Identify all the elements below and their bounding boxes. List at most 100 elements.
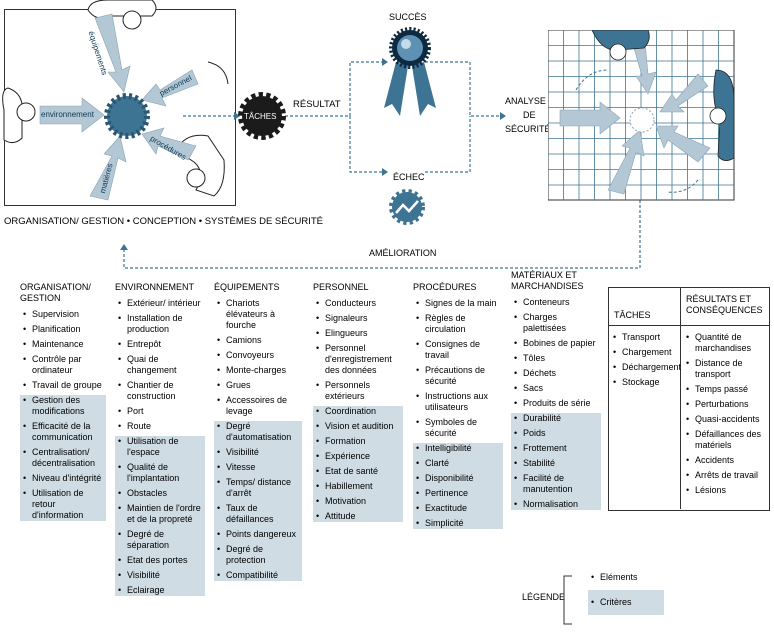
list-item: Monte-charges	[214, 365, 302, 376]
legend-elements: Eléments	[588, 572, 668, 587]
legend-bracket	[563, 575, 572, 625]
list-item: Signaleurs	[313, 313, 403, 324]
list-item: Degré de protection	[214, 544, 302, 566]
list-item: Camions	[214, 335, 302, 346]
list-item: Signes de la main	[413, 298, 503, 309]
list-item: Consignes de travail	[413, 339, 503, 361]
list-item: Accessoires de levage	[214, 395, 302, 417]
right-person-top-icon	[591, 30, 650, 61]
criteria-list: Gestion des modificationsEfficacité de l…	[20, 395, 106, 521]
list-item: Niveau d'intégrité	[20, 473, 106, 484]
column-heading: ENVIRONNEMENT	[115, 282, 195, 292]
list-item: Précautions de sécurité	[413, 365, 503, 387]
list-item: Travail de groupe	[20, 380, 106, 391]
legend-criteres: Critères	[588, 590, 664, 615]
column-heading: ÉQUIPEMENTS	[214, 282, 280, 292]
list-item: Centralisation/ décentralisation	[20, 447, 106, 469]
analyse-line-2: DE	[523, 110, 536, 120]
criteria-list: DurabilitéPoidsFrottementStabilitéFacili…	[511, 413, 601, 510]
results-consequences-list: Quantité de marchandisesDistance de tran…	[683, 332, 769, 500]
list-item: Arrêts de travail	[683, 470, 769, 481]
list-item: Grues	[214, 380, 302, 391]
list-item: Charges palettisées	[511, 312, 601, 334]
list-item: Visibilité	[115, 570, 205, 581]
succes-rosette-icon	[384, 27, 436, 116]
list-item: Poids	[511, 428, 601, 439]
criteria-list: Degré d'automatisationVisibilitéVitesseT…	[214, 421, 302, 581]
arrow-equipements	[94, 13, 131, 93]
list-item: Règles de circulation	[413, 313, 503, 335]
resultat-label: RÉSULTAT	[293, 99, 341, 110]
list-item: Elingueurs	[313, 328, 403, 339]
label-environnement: environnement	[41, 110, 94, 119]
list-item: Formation	[313, 436, 403, 447]
list-item: Quasi-accidents	[683, 414, 769, 425]
list-item: Motivation	[313, 496, 403, 507]
list-item: Conteneurs	[511, 297, 601, 308]
list-item: Etat des portes	[115, 555, 205, 566]
list-item: Etat de santé	[313, 466, 403, 477]
list-item: Utilisation de retour d'information	[20, 488, 106, 521]
list-item: Eclairage	[115, 585, 205, 596]
left-diagram-caption: ORGANISATION/ GESTION • CONCEPTION • SYS…	[4, 216, 323, 227]
list-item: Instructions aux utilisateurs	[413, 391, 503, 413]
list-item: Coordination	[313, 406, 403, 417]
list-item: Accidents	[683, 455, 769, 466]
list-item: Port	[115, 406, 205, 417]
taches-gear-icon	[238, 92, 286, 140]
list-item: Entrepôt	[115, 339, 205, 350]
criteria-list: Utilisation de l'espaceQualité de l'impl…	[115, 436, 205, 596]
results-header-taches: TÂCHES	[614, 310, 651, 320]
list-item: Habillement	[313, 481, 403, 492]
arrow-matieres	[89, 135, 127, 201]
list-item: Qualité de l'implantation	[115, 462, 205, 484]
list-item: Distance de transport	[683, 358, 769, 380]
list-item: Exactitude	[413, 503, 503, 514]
legend-title: LÉGENDE	[522, 592, 566, 602]
column-personnel: PERSONNEL ConducteursSignaleursElingueur…	[313, 282, 403, 526]
legend-elements-item: Eléments	[588, 572, 668, 583]
list-item: Vision et audition	[313, 421, 403, 432]
list-item: Visibilité	[214, 447, 302, 458]
arrow-environnement	[39, 97, 105, 133]
list-item: Lésions	[683, 485, 769, 496]
list-item: Disponibilité	[413, 473, 503, 484]
list-item: Défaillances des matériels	[683, 429, 769, 451]
list-item: Produits de série	[511, 398, 601, 409]
list-item: Temps passé	[683, 384, 769, 395]
list-item: Convoyeurs	[214, 350, 302, 361]
elements-list: ConducteursSignaleursElingueursPersonnel…	[313, 298, 403, 402]
list-item: Sacs	[511, 383, 601, 394]
list-item: Supervision	[20, 309, 106, 320]
list-item: Conducteurs	[313, 298, 403, 309]
list-item: Gestion des modifications	[20, 395, 106, 417]
criteria-list: IntelligibilitéClartéDisponibilitéPertin…	[413, 443, 503, 529]
list-item: Stockage	[610, 377, 680, 388]
list-item: Points dangereux	[214, 529, 302, 540]
list-item: Obstacles	[115, 488, 205, 499]
list-item: Transport	[610, 332, 680, 343]
arrow-personnel	[141, 69, 199, 107]
echec-broken-gear-icon	[389, 189, 425, 225]
list-item: Degré de séparation	[115, 529, 205, 551]
person-top-icon	[87, 0, 157, 30]
results-table-divider	[680, 287, 681, 509]
left-diagram	[2, 0, 229, 201]
list-item: Perturbations	[683, 399, 769, 410]
list-item: Utilisation de l'espace	[115, 436, 205, 458]
central-gear-icon	[104, 93, 150, 139]
list-item: Attitude	[313, 511, 403, 522]
list-item: Normalisation	[511, 499, 601, 510]
list-item: Tôles	[511, 353, 601, 364]
list-item: Temps/ distance d'arrêt	[214, 477, 302, 499]
list-item: Maintenance	[20, 339, 106, 350]
elements-list: Chariots élévateurs à fourcheCamionsConv…	[214, 298, 302, 417]
column-equipements: ÉQUIPEMENTS Chariots élévateurs à fourch…	[214, 282, 302, 585]
column-environnement: ENVIRONNEMENT Extérieur/ intérieurInstal…	[115, 282, 205, 600]
list-item: Planification	[20, 324, 106, 335]
list-item: Symboles de sécurité	[413, 417, 503, 439]
right-diagram	[548, 30, 735, 201]
echec-label: ÉCHEC	[393, 172, 425, 182]
column-procedures: PROCÉDURES Signes de la mainRègles de ci…	[413, 282, 503, 533]
